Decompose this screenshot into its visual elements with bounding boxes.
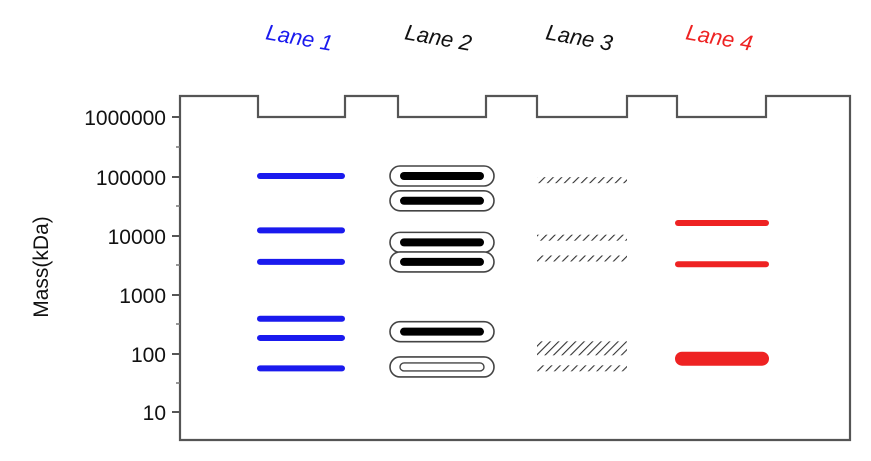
lane-2-band-5 <box>400 327 484 336</box>
lane-3-band-2 <box>537 234 627 241</box>
lane-2-band-1 <box>400 172 484 180</box>
lane-4-band-2 <box>675 261 769 268</box>
lane-1-band-4 <box>257 315 345 322</box>
lane-label-1: Lane 1 <box>264 19 335 55</box>
lane-2-band-2 <box>400 196 484 205</box>
y-axis-minor-ticks <box>176 146 180 384</box>
lane-label-3: Lane 3 <box>544 19 615 55</box>
tick-label-100: 100 <box>131 344 166 367</box>
lane-1-band-6 <box>257 365 345 372</box>
y-axis-ticks <box>172 116 180 413</box>
lane-2-band-6 <box>399 362 485 372</box>
y-axis-label: Mass(kDa) <box>30 216 53 318</box>
lane-labels: Lane 1 Lane 2 Lane 3 Lane 4 <box>264 19 755 55</box>
lane-label-2: Lane 2 <box>403 19 474 55</box>
lane-1-band-3 <box>257 258 345 265</box>
lane-3-band-3 <box>537 255 627 262</box>
lane-3-band-4 <box>537 341 627 356</box>
tick-label-10000: 10000 <box>108 226 166 249</box>
tick-label-10: 10 <box>143 402 166 425</box>
lane-4-band-1 <box>675 219 769 226</box>
lane-1-band-5 <box>257 334 345 341</box>
tick-label-1000: 1000 <box>119 285 166 308</box>
tick-label-1000000: 1000000 <box>84 107 166 130</box>
lane-4-band-3 <box>675 351 769 366</box>
gel-outline <box>178 94 852 442</box>
tick-label-100000: 100000 <box>96 167 166 190</box>
lane-2-band-3 <box>400 238 484 247</box>
y-tick-labels: 1000000 100000 10000 1000 100 10 <box>84 107 166 425</box>
lane-label-4: Lane 4 <box>684 19 755 55</box>
bands-layer <box>257 165 769 378</box>
lane-3-band-5 <box>537 365 627 372</box>
lane-3-band-1 <box>537 177 627 184</box>
lane-1-band-1 <box>257 173 345 179</box>
lane-1-band-2 <box>257 227 345 234</box>
lane-2-band-4 <box>400 257 484 266</box>
